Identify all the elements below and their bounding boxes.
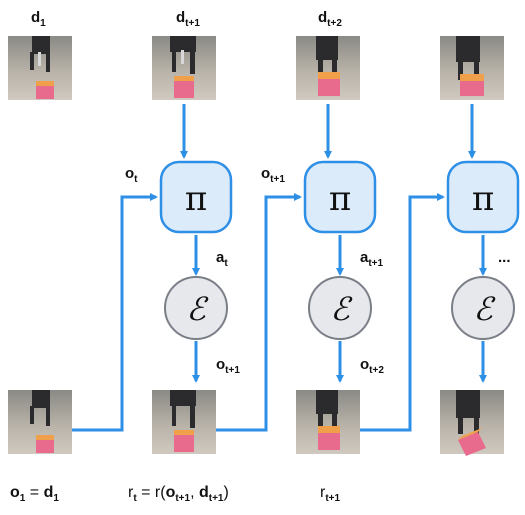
label-dt1: dt+1	[176, 9, 200, 29]
pink-cube	[318, 72, 340, 96]
thumbnail-ot3	[440, 390, 504, 456]
feedback-arrow-2	[216, 193, 302, 432]
label-ot: ot	[125, 165, 138, 185]
pink-cube	[460, 74, 484, 96]
policy-box-1: π	[159, 160, 233, 234]
label-at1: at+1	[360, 249, 384, 269]
env-symbol: ℰ	[473, 290, 496, 328]
pink-cube	[36, 81, 54, 99]
caption-o1-equals-d1: o1 = d1	[10, 484, 59, 504]
thumbnail-dt2	[296, 36, 360, 100]
policy-symbol: π	[472, 179, 494, 219]
policy-symbol: π	[329, 179, 351, 219]
ellipsis: ...	[498, 249, 511, 266]
label-ot2-next: ot+2	[360, 356, 384, 376]
robot-gripper	[30, 36, 50, 72]
robot-gripper	[456, 36, 480, 80]
robot-gripper	[316, 36, 338, 80]
feedback-arrow-3	[360, 193, 445, 432]
thumbnail-o1	[8, 390, 72, 454]
env-circle-2: ℰ	[308, 276, 372, 340]
policy-box-2: π	[303, 160, 377, 234]
robot-gripper	[170, 36, 196, 74]
env-circle-1: ℰ	[164, 276, 228, 340]
label-ot1-next: ot+1	[216, 356, 240, 376]
thumbnail-ot1	[152, 390, 216, 454]
env-symbol: ℰ	[186, 290, 209, 328]
caption-reward-t: rt = r(ot+1, dt+1)	[128, 484, 229, 504]
thumbnail-ot2	[296, 390, 360, 454]
label-dt2: dt+2	[318, 9, 342, 29]
caption-reward-t1: rt+1	[320, 484, 340, 504]
feedback-arrow-1	[72, 193, 158, 432]
thumbnail-d1	[8, 36, 72, 100]
label-ot1: ot+1	[261, 165, 285, 185]
env-circle-3: ℰ	[451, 276, 515, 340]
label-d1: d1	[31, 9, 46, 29]
policy-box-3: π	[446, 160, 520, 234]
label-at: at	[216, 249, 228, 269]
env-symbol: ℰ	[330, 290, 353, 328]
thumbnail-dt1	[152, 36, 216, 100]
policy-symbol: π	[185, 179, 207, 219]
thumbnail-dt3	[440, 36, 504, 100]
pink-cube	[174, 76, 194, 98]
